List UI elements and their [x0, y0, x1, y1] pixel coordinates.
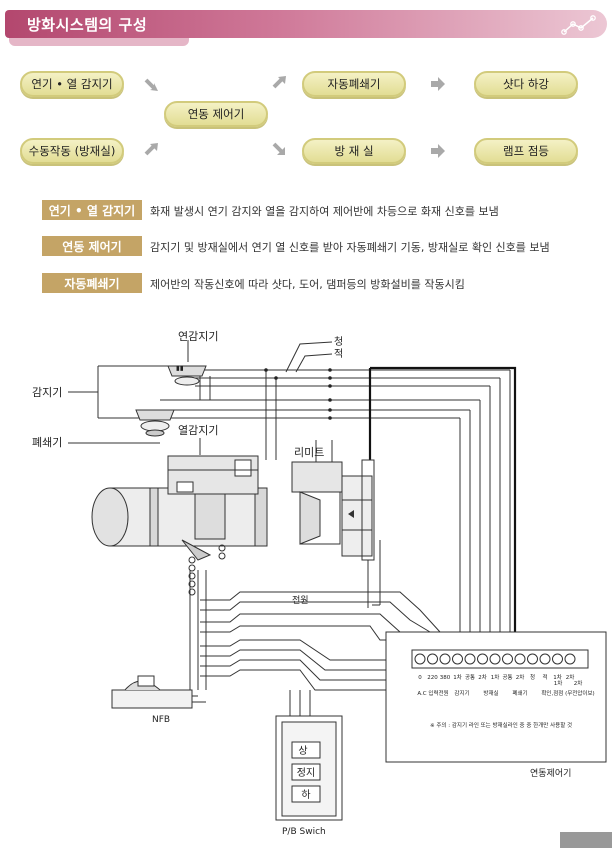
label-controller: 연동제어기: [530, 768, 571, 779]
terminal-label: 1차: [491, 673, 500, 681]
terminal-screw: [414, 653, 426, 665]
chart-line-icon: [561, 15, 596, 35]
svg-text:▮▮: ▮▮: [176, 364, 184, 372]
section-header: 방화시스템의 구성: [5, 10, 607, 46]
legend-text-detector: 화재 발생시 연기 감지와 열을 감지하여 제어반에 차등으로 화재 신호를 보…: [150, 205, 499, 218]
label-limit: 리미트: [294, 446, 324, 459]
terminal-label: 청: [530, 674, 535, 681]
nfb-breaker: [111, 675, 193, 709]
legend-text-closer: 제어반의 작동신호에 따라 샷다, 도어, 댐퍼등의 방화설비를 작동시킴: [150, 278, 465, 291]
smoke-detector-unit: ▮▮: [167, 364, 207, 386]
terminal-screw: [527, 653, 538, 665]
terminal-screw: [452, 653, 463, 665]
flow-smoke-heat-detector: 연기 • 열 감지기: [20, 71, 124, 97]
confirm-sub-label: 1차: [554, 679, 563, 687]
terminal-label: 적: [542, 674, 547, 681]
terminal-screw: [489, 653, 501, 665]
flow-lamp-on: 램프 점등: [474, 138, 578, 164]
header-bar: [5, 10, 607, 38]
terminal-screw: [514, 653, 526, 665]
label-pb-switch: P/B Swich: [282, 827, 326, 837]
label-stop: 정지: [297, 767, 315, 779]
flow-manual-operation: 수동작동 (방재실): [20, 138, 124, 164]
label-blue-wire: 청: [334, 336, 343, 348]
legend-label-controller: 연동 제어기: [42, 236, 142, 256]
terminal-group-label: 감지기: [454, 689, 469, 697]
flow-auto-closer: 자동폐쇄기: [302, 71, 406, 97]
terminal-group-label: 확인,점점 (무전압이보): [541, 689, 594, 697]
page-corner-tab: [560, 832, 612, 848]
wiring-diagram: ▮▮: [32, 330, 607, 837]
terminal-label: 공통: [465, 674, 475, 681]
terminal-screw: [502, 653, 513, 665]
terminal-screw: [464, 653, 476, 665]
label-detector: 감지기: [32, 386, 62, 399]
arrow-right-icon: [431, 144, 445, 158]
arrow-down-right-icon: [144, 78, 158, 91]
confirm-sub-label: 2차: [574, 679, 583, 687]
terminal-label: 380: [440, 675, 451, 681]
terminal-screw: [539, 653, 551, 665]
terminal-group-label: A.C 입력전원: [417, 689, 448, 697]
terminal-label: 2차: [478, 673, 487, 681]
heat-detector-unit: [135, 409, 175, 437]
terminal-label: 2차: [566, 673, 575, 681]
page-title: 방화시스템의 구성: [27, 16, 148, 34]
label-smoke-detector: 연감지기: [178, 330, 218, 343]
terminal-screw: [564, 653, 576, 665]
flow-shutter-down: 샷다 하강: [474, 71, 578, 97]
label-power: 전원: [292, 595, 309, 606]
arrow-up-right-icon: [144, 143, 158, 156]
controller-note: ※ 주의 : 감지기 라인 또는 방재실라인 중 중 한개만 사용할 것: [430, 721, 572, 729]
label-nfb: NFB: [152, 715, 170, 725]
terminal-screw: [427, 653, 438, 665]
terminal-label: 1차: [453, 673, 462, 681]
terminal-label: 0: [418, 675, 422, 681]
pb-switch-box: [275, 715, 343, 821]
arrow-right-icon: [431, 77, 445, 91]
terminal-group-label: 폐쇄기: [512, 689, 527, 697]
terminal-screw: [439, 653, 451, 665]
label-up: 상: [298, 745, 307, 757]
flow-disaster-room: 방 재 실: [302, 138, 406, 164]
terminal-label: 2차: [516, 673, 525, 681]
header-tab-shadow: [9, 36, 189, 46]
legend-label-closer: 자동폐쇄기: [42, 273, 142, 293]
label-closer: 폐쇄기: [32, 436, 62, 449]
interlock-controller-panel: [385, 631, 607, 763]
arrow-down-right-icon: [272, 142, 285, 155]
legend-label-detector: 연기 • 열 감지기: [42, 200, 142, 220]
label-heat-detector: 열감지기: [178, 424, 218, 437]
terminal-label: 공통: [502, 674, 512, 681]
terminal-screw: [552, 653, 563, 665]
flow-interlock-controller: 연동 제어기: [164, 101, 268, 127]
terminal-group-label: 방재실: [483, 689, 498, 697]
arrow-up-right-icon: [272, 76, 286, 89]
label-red-wire: 적: [334, 348, 343, 360]
legend-text-controller: 감지기 및 방재실에서 연기 열 신호를 받아 자동폐쇄기 기동, 방재실로 확…: [150, 241, 550, 254]
terminal-label: 220: [427, 675, 438, 681]
terminal-label: 1차: [553, 673, 562, 681]
label-down: 하: [301, 788, 310, 801]
terminal-screw: [477, 653, 488, 665]
